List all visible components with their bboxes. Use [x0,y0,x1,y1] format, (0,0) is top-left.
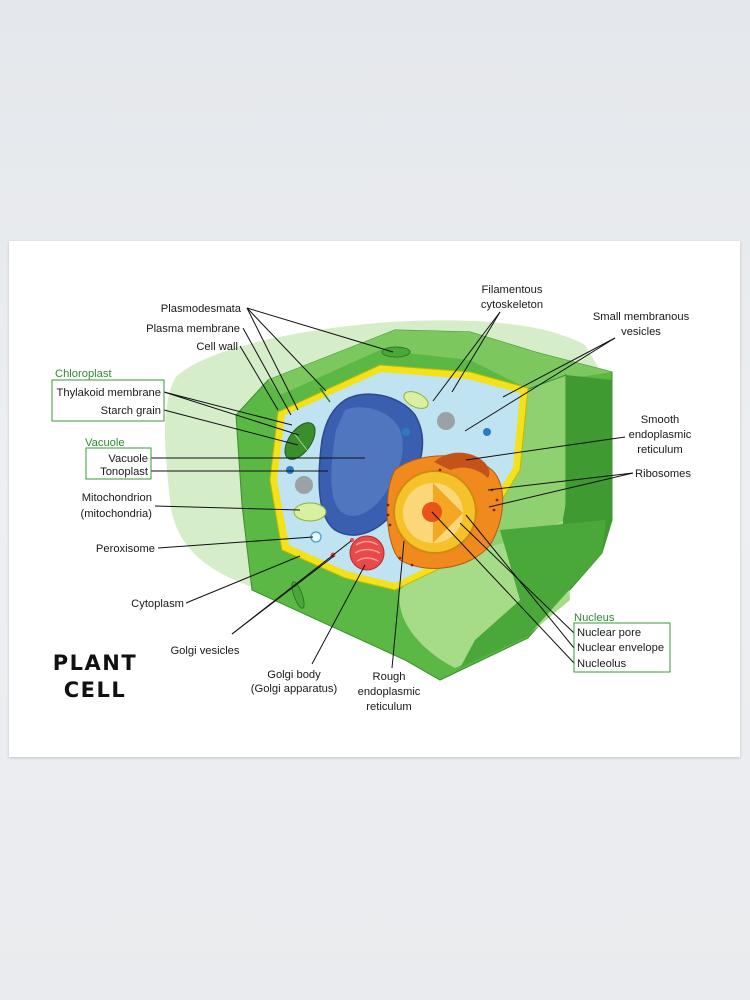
label-vacuole: Vacuole [108,453,148,465]
vesicle-right [483,428,491,436]
label-cell-wall: Cell wall [196,341,238,353]
label-golgi-vesicles: Golgi vesicles [170,645,239,657]
label-vacuole-group: Vacuole [85,437,125,449]
nucleus-cut [433,483,463,543]
vesicle-small [402,428,410,436]
label-chloroplast-group: Chloroplast [55,368,112,380]
label-mitochondria: (mitochondria) [80,508,152,520]
label-golgi-body: Golgi body [267,669,321,681]
vacuole-group-box [85,447,152,480]
label-tonoplast: Tonoplast [100,466,149,478]
label-plasma-membrane: Plasma membrane [146,323,240,335]
thylakoid-stroke [292,431,308,451]
leader-lines [151,307,634,669]
golgi-body [349,535,385,571]
plant-cell-diagram: Plasmodesmata Plasma membrane Cell wall … [51,284,692,713]
label-golgi-apparatus: (Golgi apparatus) [251,683,338,695]
label-nuclear-envelope: Nuclear envelope [577,642,664,654]
title-line-1: PLANT [53,651,137,675]
chloroplast-group-box [51,379,165,422]
label-nucleus-group: Nucleus [574,612,615,624]
label-thylakoid-membrane: Thylakoid membrane [57,387,161,399]
label-mitochondrion: Mitochondrion [82,492,152,504]
vesicle-grey-2 [437,412,455,430]
label-rough-er-2: endoplasmic [358,686,421,698]
mitochondrion-2 [403,391,429,409]
plasmodesmata-channel [319,387,331,403]
label-smooth-er-3: reticulum [637,444,682,456]
label-nuclear-pore: Nuclear pore [577,627,641,639]
plasmodesmata-top [381,346,411,358]
mitochondrion [293,502,327,522]
plasmodesmata-left [291,581,305,609]
title-line-2: CELL [64,678,127,702]
poster: Plasmodesmata Plasma membrane Cell wall … [9,241,740,757]
vesicle-grey [295,476,313,494]
label-filamentous-1: Filamentous [482,284,543,296]
label-peroxisome: Peroxisome [96,543,155,555]
label-starch-grain: Starch grain [101,405,161,417]
label-filamentous-2: cytoskeleton [481,299,543,311]
label-plasmodesmata: Plasmodesmata [161,303,242,315]
label-cytoplasm: Cytoplasm [131,598,184,610]
label-nucleolus: Nucleolus [577,658,627,670]
golgi-cisternae [354,540,381,562]
vacuole-highlight [331,407,403,516]
label-small-vesicles-1: Small membranous [593,311,690,323]
label-ribosomes: Ribosomes [635,468,691,480]
vesicle-blue [286,466,294,474]
label-smooth-er-2: endoplasmic [629,429,692,441]
label-smooth-er-1: Smooth [641,414,680,426]
label-rough-er-1: Rough [373,671,406,683]
label-small-vesicles-2: vesicles [621,326,661,338]
cell-wall-top [268,330,612,395]
nucleus-group-box [573,622,671,673]
label-rough-er-3: reticulum [366,701,411,713]
